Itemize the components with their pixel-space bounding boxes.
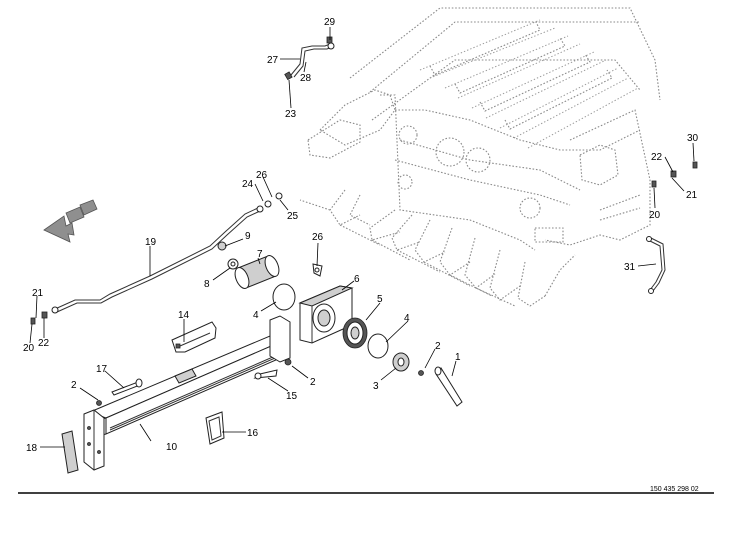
callout-26: 26 bbox=[312, 232, 324, 243]
bolt-17 bbox=[111, 378, 143, 396]
callout-18: 18 bbox=[26, 443, 38, 454]
callout-9: 9 bbox=[245, 231, 251, 242]
bracket-14 bbox=[171, 321, 217, 353]
callout-25: 26 bbox=[256, 170, 268, 181]
callout-labels: 29 27 28 23 24 26 25 19 9 8 7 26 6 4 5 4… bbox=[23, 17, 699, 454]
bolt-9-and-washer-8 bbox=[217, 241, 239, 270]
bearing-5 bbox=[342, 317, 368, 349]
callout-30: 30 bbox=[687, 133, 699, 144]
callout-22-top: 23 bbox=[285, 109, 297, 120]
bolt-1 bbox=[434, 366, 463, 407]
pipe-31 bbox=[646, 236, 666, 294]
gasket-16 bbox=[205, 411, 225, 445]
callout-2-mid: 2 bbox=[310, 377, 316, 388]
callout-3: 3 bbox=[373, 381, 379, 392]
nut-2-right bbox=[418, 370, 424, 376]
drawing-reference-number: 150 435 298 02 bbox=[650, 486, 699, 493]
callout-27: 27 bbox=[267, 55, 279, 66]
direction-arrow-icon bbox=[43, 199, 98, 243]
callout-7: 7 bbox=[257, 249, 263, 260]
callout-10: 10 bbox=[166, 442, 178, 453]
callout-2-right: 2 bbox=[435, 341, 441, 352]
pin-15 bbox=[253, 369, 278, 380]
nut-2-left bbox=[96, 400, 102, 406]
bearing-housing-6 bbox=[298, 285, 354, 344]
plate-18 bbox=[61, 430, 79, 474]
callout-22-right: 22 bbox=[651, 152, 663, 163]
callout-2-left: 2 bbox=[71, 380, 77, 391]
sleeve-7 bbox=[234, 255, 280, 289]
callout-1: 1 bbox=[455, 352, 461, 363]
leader-lines bbox=[29, 27, 695, 448]
callout-16: 16 bbox=[247, 428, 259, 439]
callout-28: 28 bbox=[300, 73, 312, 84]
callout-21-right: 21 bbox=[686, 190, 698, 201]
callout-24: 25 bbox=[287, 211, 299, 222]
callout-6: 6 bbox=[354, 274, 360, 285]
nut-2-beam-right bbox=[284, 358, 292, 366]
callout-4-right: 4 bbox=[404, 313, 410, 324]
callout-21-left: 21 bbox=[32, 288, 44, 299]
main-beam-10 bbox=[83, 315, 291, 471]
callout-20-left: 20 bbox=[23, 343, 35, 354]
callout-17: 17 bbox=[96, 364, 108, 375]
callout-20-right: 20 bbox=[649, 210, 661, 221]
hydraulic-pipe-top bbox=[284, 36, 335, 81]
callout-14: 14 bbox=[178, 310, 190, 321]
callout-8: 8 bbox=[204, 279, 210, 290]
callout-19: 19 bbox=[145, 237, 157, 248]
callout-31: 31 bbox=[624, 262, 636, 273]
circlip-4-right bbox=[367, 333, 389, 359]
callout-29: 29 bbox=[324, 17, 336, 28]
circlip-4-left bbox=[272, 283, 296, 311]
brake-pipe-19 bbox=[30, 192, 283, 325]
callout-4-left: 4 bbox=[253, 310, 259, 321]
callout-5: 5 bbox=[377, 294, 383, 305]
roller-3 bbox=[392, 352, 410, 372]
bracket-26 bbox=[312, 263, 323, 277]
callout-23: 24 bbox=[242, 179, 254, 190]
callout-15: 15 bbox=[286, 391, 298, 402]
callout-22-left: 22 bbox=[38, 338, 50, 349]
fittings-right bbox=[651, 161, 698, 188]
frame-assembly-outline bbox=[299, 7, 661, 307]
